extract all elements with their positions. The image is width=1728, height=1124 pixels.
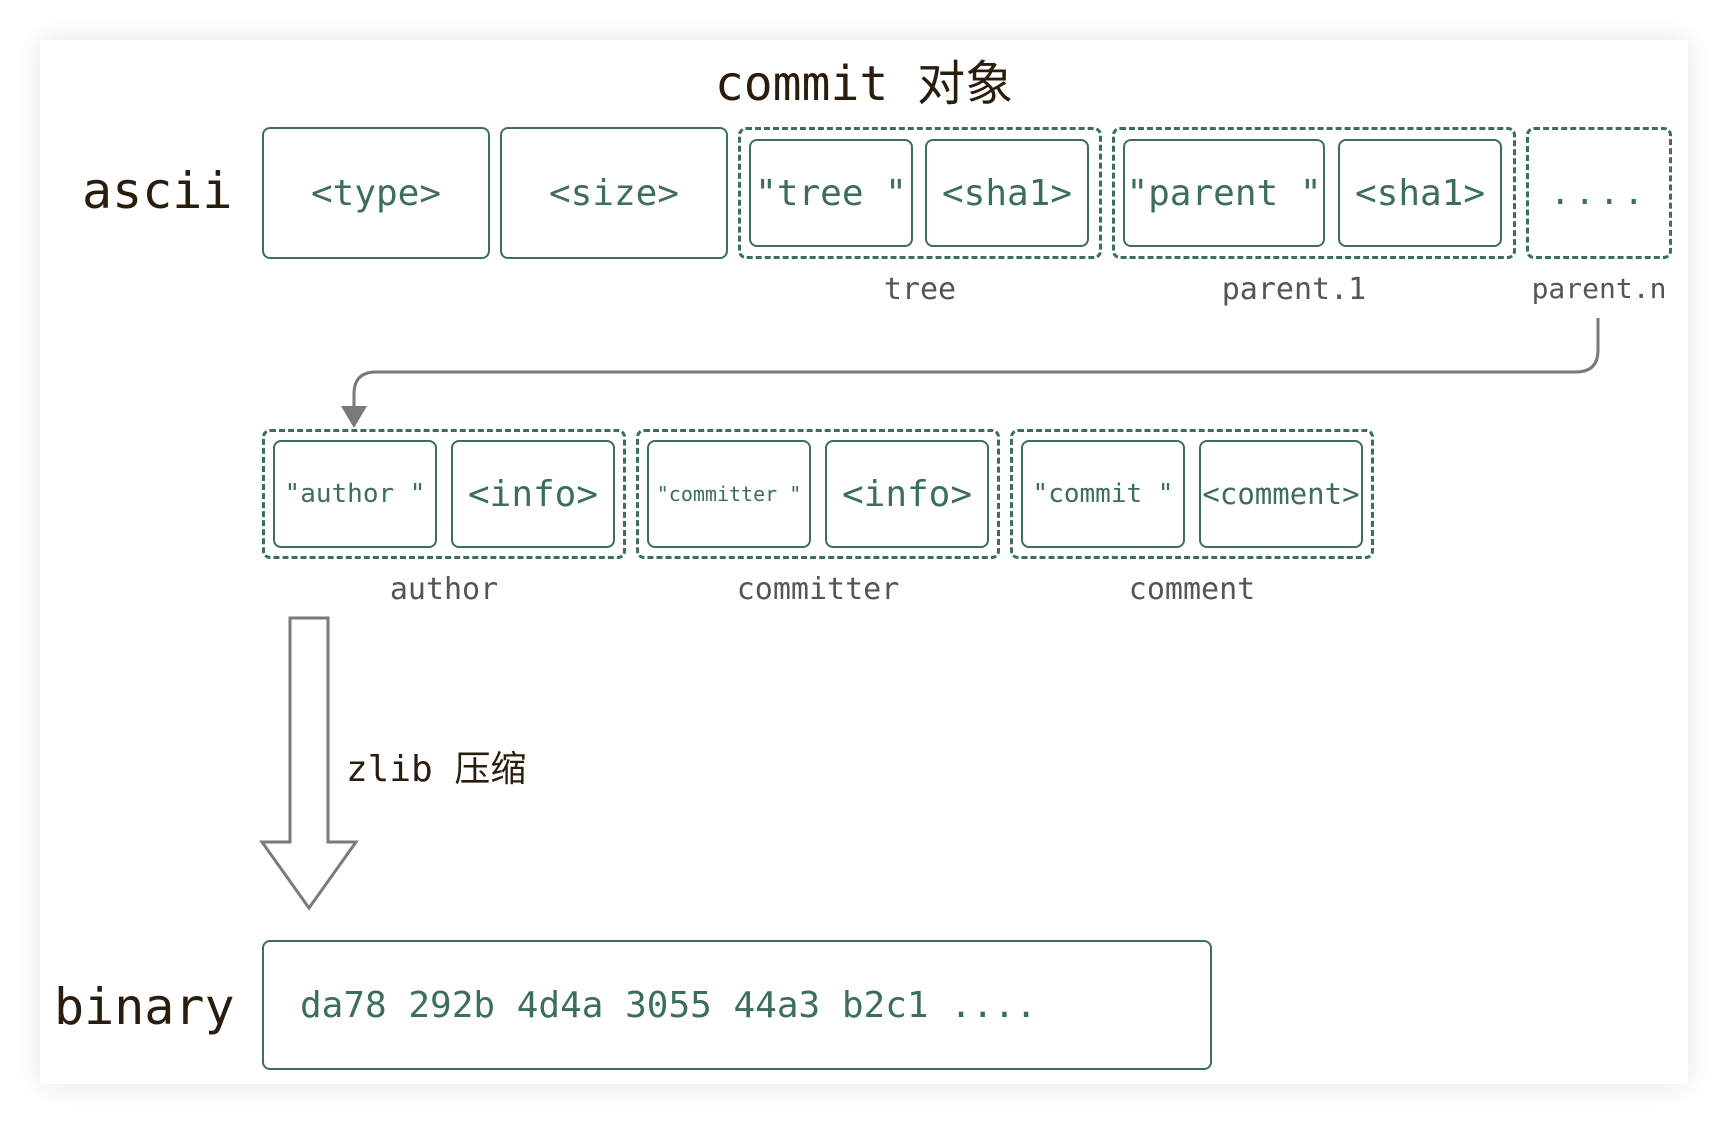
parentn-group-label: parent.n xyxy=(1531,272,1667,305)
ellipsis: .... xyxy=(1550,173,1648,213)
tree-group-label: tree xyxy=(883,272,957,307)
committer-group-label: committer xyxy=(736,572,900,607)
tree-group xyxy=(738,127,1102,259)
committer-info-box: <info> xyxy=(825,440,989,548)
comment-group-label: comment xyxy=(1128,572,1256,607)
parent1-group-label: parent.1 xyxy=(1221,272,1367,307)
type-box: <type> xyxy=(262,127,490,259)
diagram-title: commit 对象 xyxy=(714,56,1014,112)
parent1-group xyxy=(1112,127,1516,259)
size-box: <size> xyxy=(500,127,728,259)
binary-label: binary xyxy=(54,978,235,1036)
binary-box: da78 292b 4d4a 3055 44a3 b2c1 .... xyxy=(262,940,1212,1070)
ascii-label: ascii xyxy=(82,162,233,220)
committer-key-box: "committer " xyxy=(647,440,811,548)
author-key-box: "author " xyxy=(273,440,437,548)
parent-key-box: "parent " xyxy=(1123,139,1325,247)
compress-label: zlib 压缩 xyxy=(346,749,527,790)
author-group xyxy=(262,429,626,559)
commit-key-box: "commit " xyxy=(1021,440,1185,548)
committer-group xyxy=(636,429,1000,559)
tree-sha-box: <sha1> xyxy=(925,139,1089,247)
comment-box: <comment> xyxy=(1199,440,1363,548)
tree-key-box: "tree " xyxy=(749,139,913,247)
author-group-label: author xyxy=(389,572,499,607)
parent-sha-box: <sha1> xyxy=(1338,139,1502,247)
parentn-group xyxy=(1526,127,1672,259)
author-info-box: <info> xyxy=(451,440,615,548)
comment-group xyxy=(1010,429,1374,559)
